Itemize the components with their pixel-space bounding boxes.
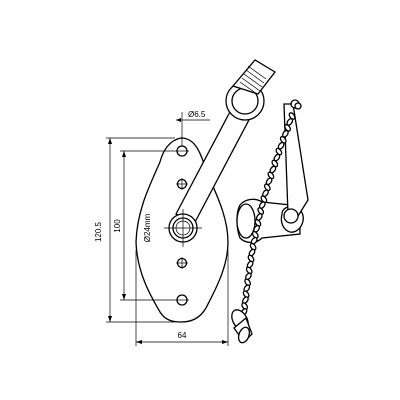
chain-link xyxy=(260,195,268,204)
upper-screw xyxy=(176,178,188,190)
width-dimension: 64 xyxy=(135,250,229,346)
overall-height-dimension: 120.5 xyxy=(94,137,175,323)
central-hub xyxy=(164,209,202,247)
hole-spacing-label: 100 xyxy=(113,219,122,233)
chain-link xyxy=(275,147,283,156)
width-label: 64 xyxy=(178,331,187,340)
chain-link xyxy=(251,230,259,239)
crank-arm xyxy=(175,59,276,225)
chain-link xyxy=(257,207,265,215)
hole-diameter-label: Ø6.5 xyxy=(188,110,206,119)
overall-height-label: 120.5 xyxy=(94,221,103,242)
chain-link xyxy=(284,124,291,132)
bottom-mounting-hole xyxy=(175,294,189,306)
hole-diameter-dimension: Ø6.5 xyxy=(176,110,210,146)
chain-link xyxy=(254,219,262,227)
chain-link xyxy=(279,135,287,144)
lower-screw xyxy=(176,257,188,269)
center-diameter-label: Ø24mm xyxy=(143,213,152,242)
center-diameter-dimension: Ø24mm xyxy=(143,213,152,242)
chain-link xyxy=(288,112,296,120)
chain-link xyxy=(249,242,257,251)
hole-spacing-dimension: 100 xyxy=(113,150,175,301)
chain-hook xyxy=(231,309,253,344)
chain-link xyxy=(263,183,271,192)
chain-link xyxy=(271,159,279,168)
chain-link xyxy=(247,254,255,263)
chain xyxy=(240,112,296,316)
chain-link xyxy=(267,171,275,180)
